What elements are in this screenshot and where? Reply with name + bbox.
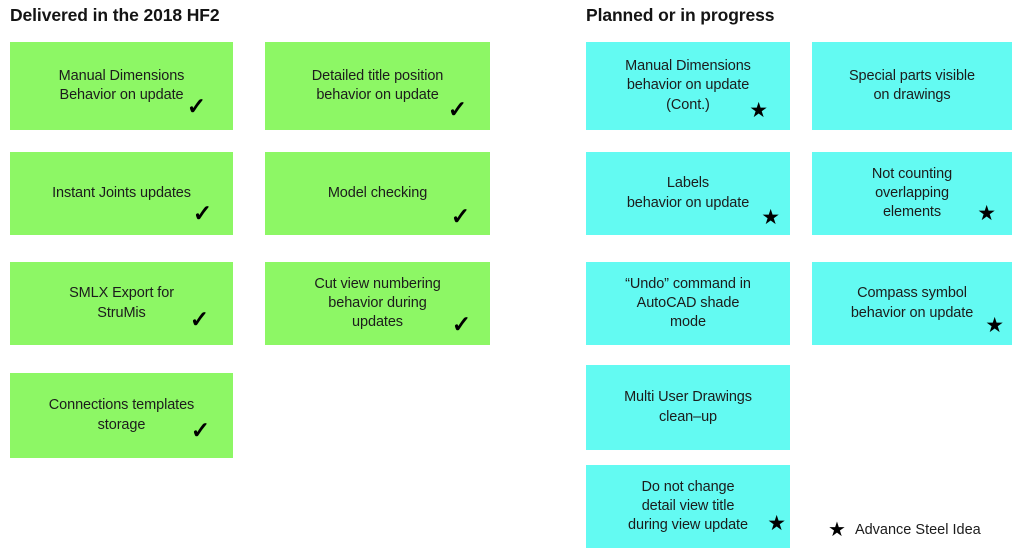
card-label: Cut view numbering behavior during updat… (314, 275, 441, 331)
card-label: Compass symbol behavior on update (850, 285, 974, 321)
planned-card[interactable]: Compass symbol behavior on update ★ (812, 262, 1012, 345)
delivered-card[interactable]: Manual Dimensions Behavior on update ✓ (10, 42, 233, 130)
card-label: Not counting overlapping elements (871, 165, 953, 221)
legend: ★ Advance Steel Idea (828, 520, 981, 540)
legend-label: Advance Steel Idea (854, 522, 981, 538)
delivered-card[interactable]: Connections templates storage ✓ (10, 373, 233, 458)
star-icon: ★ (761, 206, 780, 229)
planned-card[interactable]: “Undo” command in AutoCAD shade mode (586, 262, 790, 345)
planned-card[interactable]: Manual Dimensions behavior on update (Co… (586, 42, 790, 130)
star-icon: ★ (767, 512, 786, 535)
section-heading-planned: Planned or in progress (586, 5, 775, 25)
delivered-card[interactable]: Model checking ✓ (265, 152, 490, 235)
planned-card[interactable]: Multi User Drawings clean–up (586, 365, 790, 450)
star-icon: ★ (749, 99, 768, 122)
check-icon: ✓ (186, 93, 206, 119)
check-icon: ✓ (189, 306, 209, 332)
check-icon: ✓ (192, 200, 212, 226)
check-icon: ✓ (447, 96, 467, 122)
star-icon: ★ (977, 202, 996, 225)
delivered-card[interactable]: Detailed title position behavior on upda… (265, 42, 490, 130)
delivered-card[interactable]: Instant Joints updates ✓ (10, 152, 233, 235)
card-label: SMLX Export for StruMis (69, 285, 174, 321)
planned-card[interactable]: Special parts visible on drawings (812, 42, 1012, 130)
card-label: Detailed title position behavior on upda… (311, 67, 444, 103)
card-label: Multi User Drawings clean–up (624, 389, 752, 425)
planned-card[interactable]: Not counting overlapping elements ★ (812, 152, 1012, 235)
delivered-card[interactable]: SMLX Export for StruMis ✓ (10, 262, 233, 345)
planned-card[interactable]: Labels behavior on update ★ (586, 152, 790, 235)
card-label: Connections templates storage (48, 397, 195, 433)
planned-card[interactable]: Do not change detail view title during v… (586, 465, 790, 548)
check-icon: ✓ (451, 311, 471, 337)
card-label: Manual Dimensions Behavior on update (58, 67, 185, 103)
card-label: “Undo” command in AutoCAD shade mode (625, 275, 751, 331)
star-icon: ★ (828, 519, 846, 541)
card-label: Special parts visible on drawings (848, 67, 976, 103)
section-heading-delivered: Delivered in the 2018 HF2 (10, 5, 220, 25)
card-label: Instant Joints updates (52, 184, 191, 201)
card-label: Labels behavior on update (626, 175, 750, 211)
card-label: Do not change detail view title during v… (628, 478, 748, 534)
card-label: Manual Dimensions behavior on update (Co… (625, 58, 751, 113)
check-icon: ✓ (450, 203, 470, 229)
delivered-card[interactable]: Cut view numbering behavior during updat… (265, 262, 490, 345)
star-icon: ★ (985, 314, 1004, 337)
card-label: Model checking (327, 184, 428, 201)
